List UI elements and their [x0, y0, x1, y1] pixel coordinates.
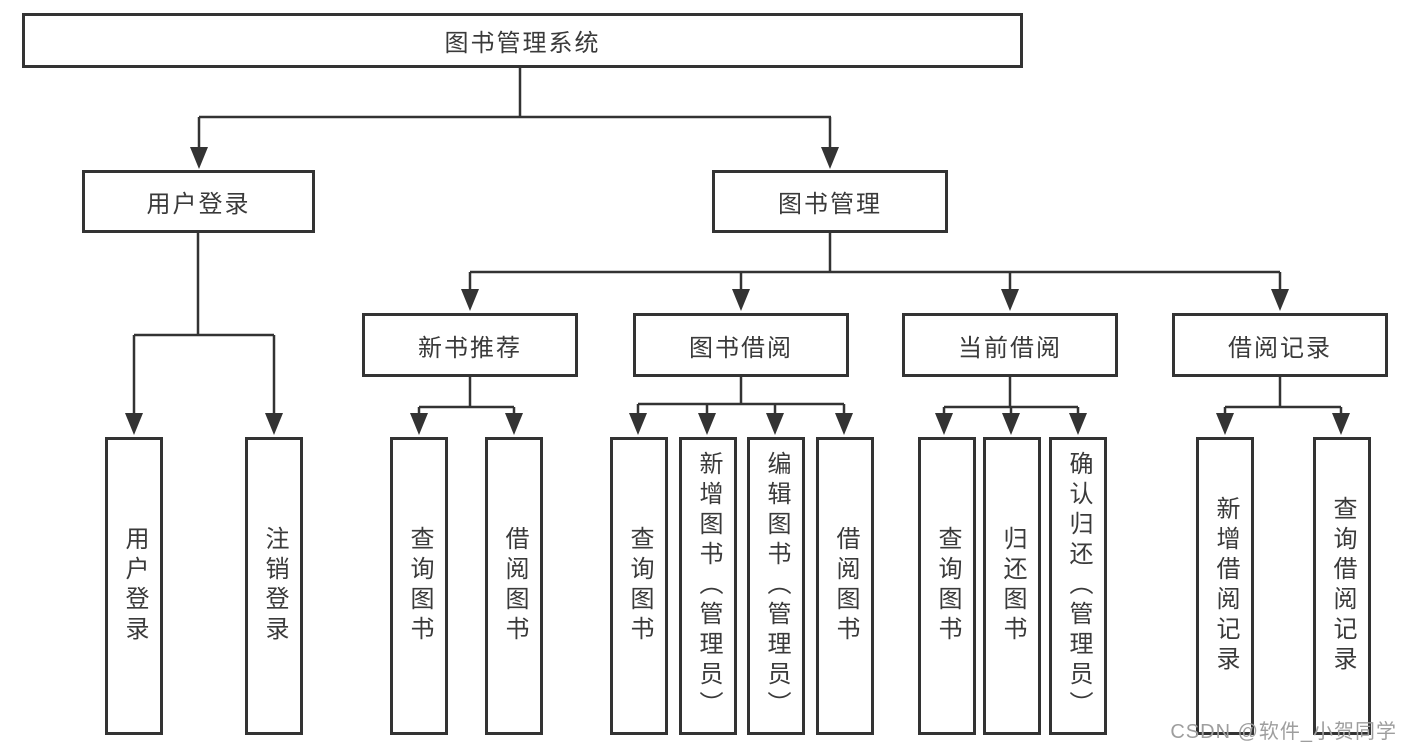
node-book-management-branch: 图书管理 [712, 170, 948, 233]
leaf-return-books: 归还图书 [983, 437, 1041, 735]
node-borrowing-records: 借阅记录 [1172, 313, 1388, 377]
node-new-book-recommend: 新书推荐 [362, 313, 578, 377]
leaf-query-books-recommend: 查询图书 [390, 437, 448, 735]
csdn-watermark: CSDN @软件_小贺同学 [1170, 721, 1397, 743]
leaf-confirm-return-admin: 确认归还（管理员） [1049, 437, 1107, 735]
tree-edges [132, 68, 1343, 415]
leaf-query-books-borrowing: 查询图书 [610, 437, 668, 735]
leaf-edit-books-admin: 编辑图书（管理员） [747, 437, 805, 735]
leaf-logout: 注销登录 [245, 437, 303, 735]
arrowheads [125, 147, 1350, 435]
leaf-borrow-books-recommend: 借阅图书 [485, 437, 543, 735]
node-user-login-branch: 用户登录 [82, 170, 315, 233]
leaf-query-books-current: 查询图书 [918, 437, 976, 735]
leaf-borrow-books: 借阅图书 [816, 437, 874, 735]
node-root-system: 图书管理系统 [22, 13, 1023, 68]
node-book-borrowing: 图书借阅 [633, 313, 849, 377]
leaf-user-login: 用户登录 [105, 437, 163, 735]
node-current-borrowing: 当前借阅 [902, 313, 1118, 377]
leaf-add-books-admin: 新增图书（管理员） [679, 437, 737, 735]
leaf-add-borrow-record: 新增借阅记录 [1196, 437, 1254, 735]
leaf-query-borrow-record: 查询借阅记录 [1313, 437, 1371, 735]
